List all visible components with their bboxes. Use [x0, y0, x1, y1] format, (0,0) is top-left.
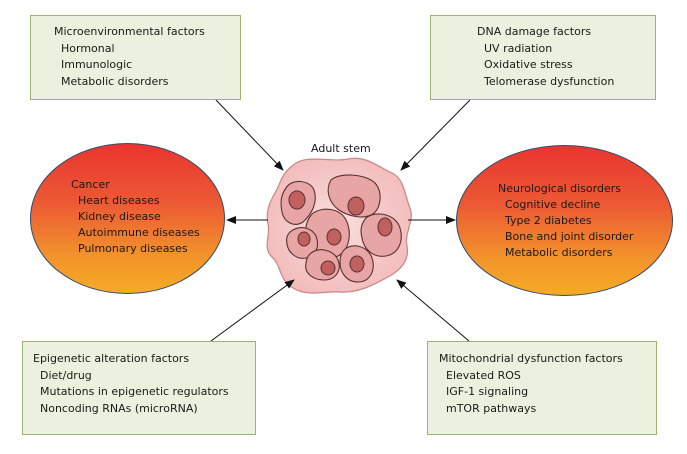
stem-cell-cluster	[266, 157, 412, 294]
box-item: Elevated ROS	[446, 368, 521, 382]
arrow-mito-to-stem	[396, 279, 470, 342]
microenvironmental-factors-box: Microenvironmental factors Hormonal Immu…	[30, 15, 241, 100]
nucleus	[320, 260, 336, 276]
box-item: Diet/drug	[40, 368, 92, 382]
box-item: mTOR pathways	[446, 401, 537, 415]
nucleus	[377, 217, 393, 237]
ellipse-item: Metabolic disorders	[505, 246, 613, 259]
nucleus	[347, 196, 365, 216]
box-item: Hormonal	[61, 41, 115, 55]
cancer-outcome-ellipse: Cancer Heart diseases Kidney disease Aut…	[30, 143, 225, 294]
box-item: Noncoding RNAs (microRNA)	[40, 401, 198, 415]
arrow-dna-to-stem	[400, 99, 471, 171]
ellipse-item: Autoimmune diseases	[78, 226, 200, 239]
box-item: Immunologic	[61, 58, 133, 71]
ellipse-title: Cancer	[71, 178, 110, 191]
dna-damage-factors-box: DNA damage factors UV radiation Oxidativ…	[430, 15, 656, 100]
box-item: Mutations in epigenetic regulators	[40, 385, 229, 398]
ellipse-item: Bone and joint disorder	[505, 230, 634, 243]
mitochondrial-dysfunction-factors-box: Mitochondrial dysfunction factors Elevat…	[427, 341, 657, 435]
box-item: IGF-1 signaling	[446, 385, 529, 398]
nucleus	[326, 228, 342, 246]
arrow-epi-to-stem	[210, 279, 295, 342]
epigenetic-alteration-factors-box: Epigenetic alteration factors Diet/drug …	[22, 341, 256, 435]
neurological-outcome-ellipse: Neurological disorders Cognitive decline…	[456, 145, 673, 296]
ellipse-item: Pulmonary diseases	[78, 242, 188, 255]
box-title: Epigenetic alteration factors	[33, 352, 190, 365]
ellipse-item: Type 2 diabetes	[505, 214, 592, 227]
nucleus	[288, 190, 306, 210]
box-item: UV radiation	[484, 41, 553, 55]
adult-stem-label: Adult stem	[311, 142, 371, 155]
ellipse-title: Neurological disorders	[498, 182, 621, 195]
nucleus	[349, 255, 365, 273]
box-title: Microenvironmental factors	[54, 25, 205, 38]
ellipse-item: Heart diseases	[78, 194, 160, 207]
box-item: Metabolic disorders	[61, 74, 169, 88]
box-title: DNA damage factors	[477, 25, 592, 38]
box-title: Mitochondrial dysfunction factors	[439, 352, 623, 365]
ellipse-item: Kidney disease	[78, 210, 161, 223]
nucleus	[297, 231, 311, 247]
arrow-micro-to-stem	[215, 99, 284, 171]
ellipse-item: Cognitive decline	[505, 198, 601, 211]
box-item: Telomerase dysfunction	[484, 74, 615, 88]
box-item: Oxidative stress	[484, 58, 573, 71]
